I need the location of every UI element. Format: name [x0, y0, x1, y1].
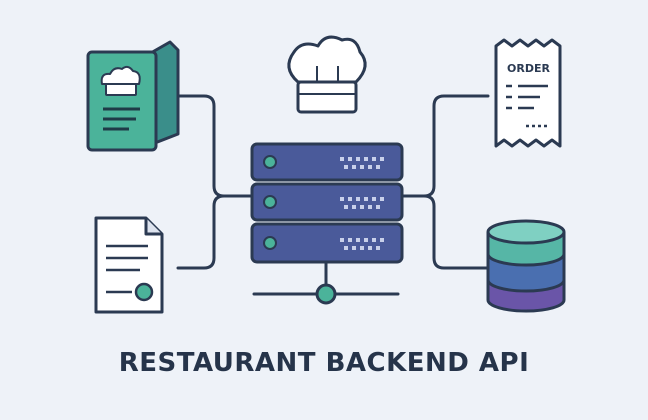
server-icon — [250, 142, 404, 264]
receipt-icon: ORDER — [494, 38, 562, 148]
connector-receipt — [400, 94, 490, 198]
server-unit-1 — [250, 142, 404, 182]
connector-database — [400, 194, 490, 270]
server-unit-3 — [250, 222, 404, 264]
database-icon — [486, 219, 566, 313]
document-icon — [94, 216, 164, 314]
diagram-title: RESTAURANT BACKEND API — [118, 348, 530, 378]
chef-hat-icon — [287, 35, 367, 114]
menu-book-icon — [86, 40, 180, 152]
server-unit-2 — [250, 182, 404, 222]
connector-menu — [176, 94, 254, 198]
receipt-label: ORDER — [507, 62, 550, 75]
connector-document — [176, 194, 254, 270]
network-node-icon — [315, 283, 337, 305]
